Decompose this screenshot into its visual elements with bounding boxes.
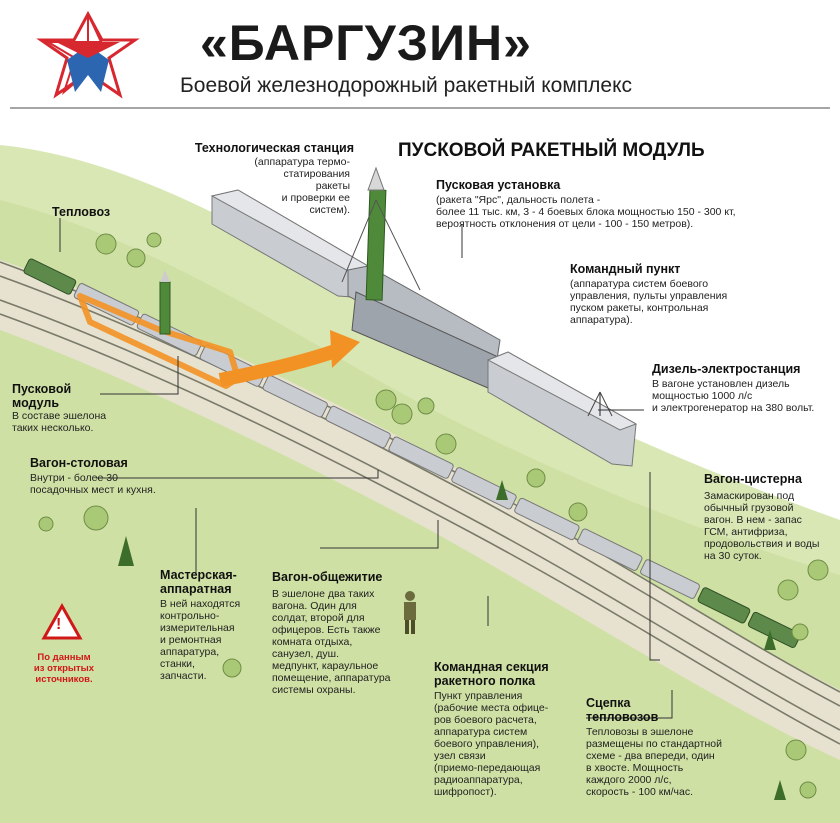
coupling-title: Сцепка тепловозов [586,696,659,724]
launch-module-desc: В составе эшелона таких несколько. [12,410,107,434]
diesel-station-desc: В вагоне установлен дизель мощностью 100… [652,378,815,414]
trees [38,232,829,800]
locomotive-title: Тепловоз [52,205,111,219]
command-section-title: Командная секция ракетного полка [434,660,549,688]
dining-car-title: Вагон-столовая [30,456,128,470]
workshop-title: Мастерская- аппаратная [160,568,237,596]
launch-module-title: Пусковой модуль [12,382,72,410]
page-title: «БАРГУЗИН» [200,15,532,71]
warning-text: По данным из открытых источников. [33,652,95,685]
enlarged-launch-module [210,166,638,467]
track-bed [0,260,840,760]
dormitory-title: Вагон-общежитие [272,570,383,584]
launcher-title: Пусковая установка [436,178,561,192]
tech-station-desc: (аппаратура термо- статирования ракеты и… [254,156,350,216]
callout-lines [59,218,673,719]
page-subtitle: Боевой железнодорожный ракетный комплекс [180,74,633,97]
command-post-desc: (аппаратура систем боевого управления, п… [570,278,728,326]
star-logo-icon [36,10,140,99]
command-section-desc: Пункт управления (рабочие места офице- р… [434,690,549,798]
tech-station-title: Технологическая станция [194,141,354,155]
soldier-icon [404,591,416,634]
dining-car-desc: Внутри - более 30 посадочных мест и кухн… [30,472,156,496]
workshop-desc: В ней находятся контрольно- измерительна… [160,598,241,682]
warning-symbol: ! [56,616,62,633]
command-post-title: Командный пункт [570,262,681,276]
tank-car-title: Вагон-цистерна [704,472,802,486]
dormitory-desc: В эшелоне два таких вагона. Один для сол… [272,588,391,696]
railway-track [0,261,840,745]
launch-module-highlight [77,270,360,389]
warning-icon [41,602,83,640]
module-title: ПУСКОВОЙ РАКЕТНЫЙ МОДУЛЬ [398,140,705,161]
diesel-station-title: Дизель-электростанция [652,362,801,376]
launcher-desc: (ракета "Ярс", дальность полета - более … [436,194,736,230]
coupling-desc: Тепловозы в эшелоне размещены по стандар… [586,726,722,798]
tank-car-desc: Замаскирован под обычный грузовой вагон.… [704,490,820,562]
